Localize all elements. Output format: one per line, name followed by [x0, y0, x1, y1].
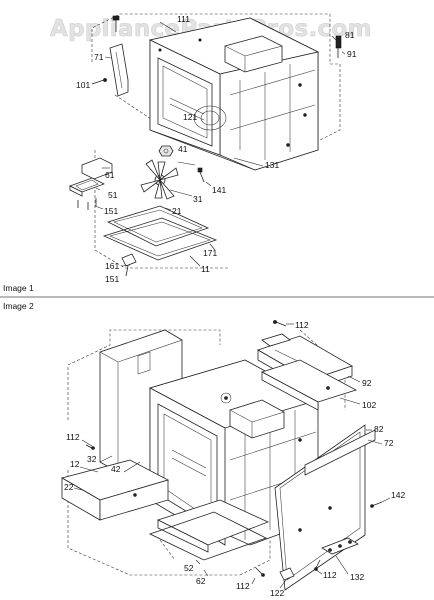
callout-112-bottom: 112 [236, 581, 250, 591]
callout-52: 52 [184, 563, 194, 573]
screw-141 [197, 167, 205, 183]
callout-32: 32 [87, 454, 97, 464]
fan-cover-121 [193, 105, 227, 131]
callouts-image-2: 112 92 102 82 72 112 12 32 42 22 142 52 … [64, 320, 405, 598]
callout-112-left: 112 [66, 432, 80, 442]
callout-21: 21 [172, 206, 182, 216]
screw-112-bottom-right [314, 559, 321, 571]
bracket-top [261, 333, 291, 347]
fan-blade-31 [140, 159, 179, 200]
callout-122: 122 [270, 588, 284, 598]
clip-161 [121, 253, 137, 277]
callout-131: 131 [265, 160, 279, 170]
callout-71: 71 [94, 52, 104, 62]
exploded-view-2: 112 92 102 82 72 112 12 32 42 22 142 52 … [60, 320, 405, 598]
side-bracket-71 [109, 43, 129, 97]
callout-12: 12 [70, 459, 80, 469]
oven-cavity-1 [148, 17, 320, 171]
lamp-51 [68, 177, 106, 197]
callout-141: 141 [212, 185, 226, 195]
callout-62: 62 [196, 576, 206, 586]
callout-161: 161 [105, 261, 119, 271]
callout-121: 121 [183, 112, 197, 122]
callouts-image-1: 111 81 91 71 101 121 41 131 61 51 141 31… [76, 14, 357, 284]
exploded-view-1: 111 81 91 71 101 121 41 131 61 51 141 31… [68, 13, 357, 284]
screw-112-bottom [255, 567, 265, 577]
screws-151-upper [77, 198, 97, 210]
rack-21 [106, 205, 210, 247]
gasket-171 [102, 217, 218, 261]
screw-142 [370, 501, 383, 508]
insulation-102 [260, 359, 358, 411]
callout-112-top: 112 [295, 320, 309, 330]
callout-41: 41 [178, 144, 188, 154]
callout-22: 22 [64, 482, 74, 492]
bottom-tray-22 [60, 459, 170, 521]
callout-142: 142 [391, 490, 405, 500]
screw-91 [335, 35, 342, 58]
callout-82: 82 [374, 424, 384, 434]
callout-102: 102 [362, 400, 376, 410]
callout-112-bottom-right: 112 [323, 570, 337, 580]
callout-101: 101 [76, 80, 90, 90]
callout-51: 51 [108, 190, 118, 200]
screw-top-left [112, 15, 120, 32]
leaders-image-2 [73, 323, 391, 589]
image-1-label: Image 1 [3, 283, 34, 293]
callout-151-upper: 151 [104, 206, 118, 216]
image-2-label: Image 2 [3, 301, 34, 311]
callout-171: 171 [203, 248, 217, 258]
callout-42: 42 [111, 464, 121, 474]
screw-101 [91, 78, 107, 85]
callout-151-lower: 151 [105, 274, 119, 284]
callout-111: 111 [177, 14, 190, 24]
callout-11: 11 [201, 264, 210, 274]
rear-cover-82 [304, 429, 376, 476]
clip-122 [279, 567, 295, 581]
bracket-61 [81, 157, 113, 180]
callout-91: 91 [347, 49, 357, 59]
callout-81: 81 [345, 30, 355, 40]
screw-112-top [273, 320, 287, 327]
floor-panel-52 [156, 499, 270, 553]
callout-132: 132 [350, 572, 364, 582]
callout-31: 31 [193, 194, 203, 204]
callout-92: 92 [362, 378, 372, 388]
leaders-image-1 [94, 21, 346, 267]
screw-112-left [85, 444, 95, 450]
callout-61: 61 [105, 170, 115, 180]
callout-72: 72 [384, 438, 394, 448]
nut-41 [158, 145, 174, 157]
floor-insulation-62 [148, 511, 268, 561]
switch-block-132 [321, 537, 359, 555]
